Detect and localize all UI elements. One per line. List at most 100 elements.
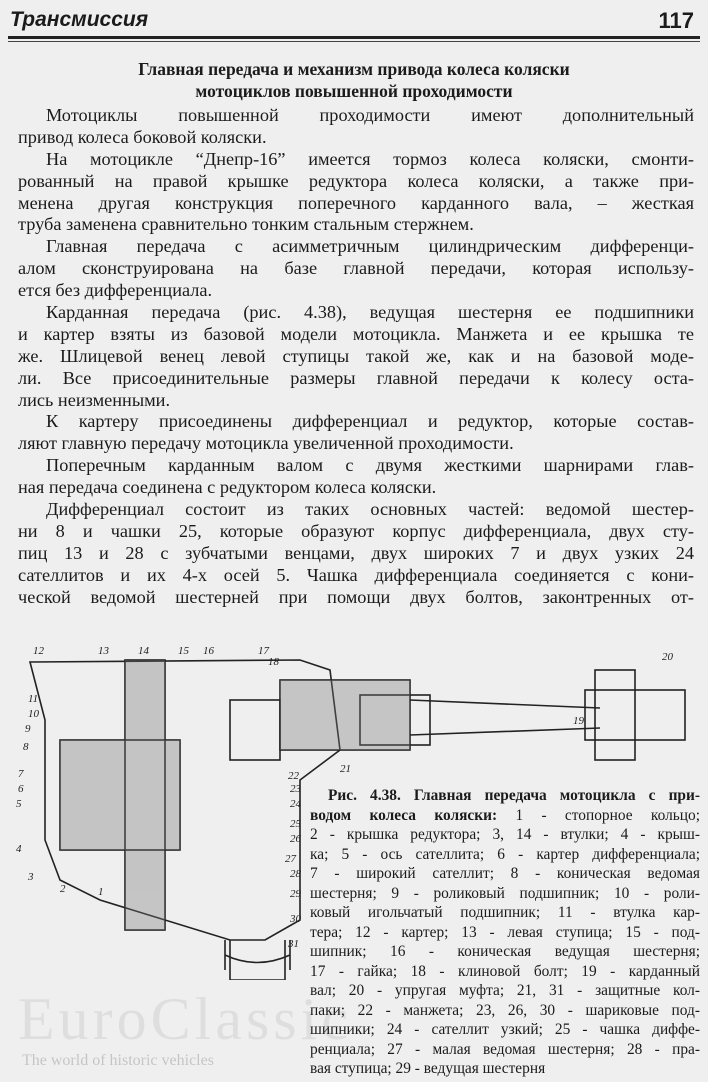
caption-text: вал; 20 - упругая муфта; 21, 31 - защитн… (310, 982, 700, 999)
figure-callout-label: 18 (268, 656, 280, 668)
figure-callout-label: 14 (138, 645, 150, 657)
figure-callout-label: 20 (662, 651, 674, 663)
body-text-line: На мотоцикле “Днепр-16” имеется тормоз к… (46, 148, 694, 169)
figure-callout-label: 16 (203, 645, 215, 657)
figure-callout-label: 25 (290, 818, 302, 830)
figure-callout-label: 13 (98, 645, 110, 657)
figure-callout-label: 28 (290, 868, 302, 880)
figure-callout-label: 3 (27, 871, 34, 883)
body-text-line: Карданная передача (рис. 4.38), ведущая … (46, 302, 694, 323)
caption-line: тера; 12 - картер; 13 - левая ступица; 1… (310, 923, 700, 943)
figure-callout-label: 7 (18, 768, 24, 780)
figure-callout-label: 8 (23, 741, 29, 753)
figure-callout-label: 27 (285, 853, 297, 865)
driven-shaft (124, 659, 166, 931)
header-rule-thin (8, 41, 700, 42)
caption-text: шипники; 24 - сателлит узкий; 25 - чашка… (310, 1021, 700, 1038)
body-text-line: ни 8 и чашки 25, которые образуют корпус… (18, 520, 694, 541)
caption-line: водом колеса коляски: 1 - стопорное коль… (310, 806, 700, 826)
figure-callout-label: 26 (290, 833, 302, 845)
header-rule (8, 36, 700, 39)
body-text-line: менена другая конструкция поперечного ка… (18, 192, 694, 213)
caption-text: 17 - гайка; 18 - клиновой болт; 19 - кар… (310, 962, 700, 980)
caption-line: 7 - широкий сателлит; 8 - коническая вед… (310, 864, 700, 884)
caption-line: 2 - крышка редуктора; 3, 14 - втулки; 4 … (310, 825, 700, 845)
caption-line: вал; 20 - упругая муфта; 21, 31 - защитн… (310, 981, 700, 1001)
figure-callout-label: 31 (287, 938, 299, 950)
flexible-coupling (594, 669, 636, 761)
figure-callout-label: 17 (258, 645, 270, 657)
figure-callout-label: 29 (290, 888, 302, 900)
body-text-line: привод колеса боковой коляски. (18, 126, 267, 147)
body-text-line: ляют главную передачу мотоцикла увеличен… (18, 433, 514, 454)
figure-callout-label: 24 (290, 798, 302, 810)
caption-title: водом колеса коляски: (310, 806, 498, 824)
body-text-line: труба заменена сравнительно тонким сталь… (18, 214, 474, 235)
caption-line: шестерня; 9 - роликовый подшипник; 10 - … (310, 884, 700, 904)
watermark-logo-text: EuroClassic (18, 986, 352, 1052)
caption-text: вая ступица; 29 - ведущая шестерня (310, 1060, 546, 1077)
page-number: 117 (658, 8, 695, 33)
caption-line: ка; 5 - ось сателлита; 6 - картер диффер… (310, 845, 700, 865)
figure-callout-label: 4 (16, 843, 22, 855)
body-text-line: рованный на правой крышке редуктора коле… (18, 170, 694, 191)
caption-line: ренциала; 27 - малая ведомая шестерня; 2… (310, 1040, 700, 1060)
body-text-line: Мотоциклы повышенной проходимости имеют … (46, 105, 694, 125)
figure-callout-label: 9 (25, 723, 31, 735)
figure-callout-label: 23 (290, 783, 302, 795)
watermark-tagline: The world of historic vehicles (22, 1052, 214, 1069)
caption-text: 7 - широкий сателлит; 8 - коническая вед… (310, 865, 700, 882)
heading-line: Главная передача и механизм привода коле… (138, 59, 570, 79)
caption-text: тера; 12 - картер; 13 - левая ступица; 1… (310, 923, 700, 941)
body-text-line: алом сконструирована на базе главной пер… (18, 258, 694, 279)
body-text-line: пиц 13 и 28 с зубчатыми венцами, двух ши… (18, 542, 694, 563)
bevel-gear-housing (279, 679, 411, 751)
figure-callout-label: 15 (178, 645, 190, 657)
body-text-line: ческой ведомой шестерней при помощи двух… (18, 586, 694, 607)
body-text-line: ется без дифференциала. (18, 280, 213, 301)
body-text-line: сателлитов и их 4-х осей 5. Чашка диффер… (18, 564, 694, 585)
watermark-logo: EuroClassic (18, 985, 352, 1054)
caption-line: вая ступица; 29 - ведущая шестерня (310, 1059, 700, 1079)
figure-callout-label: 30 (289, 913, 302, 925)
figure-callout-label: 6 (18, 783, 24, 795)
body-text-line: ли. Все присоединительные размеры главно… (18, 367, 694, 388)
body-text-line: Главная передача с асимметричным цилиндр… (46, 236, 694, 257)
caption-line: Рис. 4.38. Главная передача мотоцикла с … (310, 786, 700, 806)
hub (229, 940, 286, 980)
caption-line: 17 - гайка; 18 - клиновой болт; 19 - кар… (310, 962, 700, 982)
differential (59, 739, 181, 851)
caption-text: ковый игольчатый подшипник; 11 - втулка … (310, 904, 700, 921)
coupling-flange (584, 689, 686, 741)
figure-callout-label: 10 (28, 708, 40, 720)
figure-callout-label: 1 (98, 886, 104, 898)
body-text-line: и картер взяты из базовой модели мотоцик… (18, 323, 694, 344)
figure-caption: Рис. 4.38. Главная передача мотоцикла с … (310, 786, 700, 1079)
running-header-section: Трансмиссия (10, 8, 149, 31)
figure-callout-label: 21 (340, 763, 351, 775)
bearing-right (229, 699, 281, 761)
caption-text: шестерня; 9 - роликовый подшипник; 10 - … (310, 884, 700, 902)
figure-callout-label: 22 (288, 770, 300, 782)
figure-callout-label: 19 (573, 715, 585, 727)
gearbox-housing (28, 659, 341, 941)
figure-callout-label: 11 (28, 693, 38, 705)
cardan-yoke (359, 694, 431, 746)
heading-line: мотоциклов повышенной проходимости (195, 81, 513, 101)
figure-callout-label: 5 (16, 798, 22, 810)
caption-text: ренциала; 27 - малая ведомая шестерня; 2… (310, 1040, 700, 1058)
body-text-line: Дифференциал состоит из таких основных ч… (46, 499, 694, 520)
cardan-shaft (409, 699, 601, 736)
section-heading: Главная передача и механизм привода коле… (0, 58, 708, 102)
caption-title: Рис. 4.38. Главная передача мотоцикла с … (328, 787, 700, 804)
caption-line: паки; 22 - манжета; 23, 26, 30 - шариков… (310, 1001, 700, 1021)
body-text-line: К картеру присоединены дифференциал и ре… (46, 411, 694, 432)
caption-line: шипники; 24 - сателлит узкий; 25 - чашка… (310, 1020, 700, 1040)
body-text-line: же. Шлицевой венец левой ступицы такой ж… (18, 345, 694, 366)
body-text-line: лись неизменными. (18, 389, 171, 410)
body-text-line: Поперечным карданным валом с двумя жестк… (46, 455, 694, 476)
caption-line: шипник; 16 - коническая ведущая шестерня… (310, 942, 700, 962)
caption-text: паки; 22 - манжета; 23, 26, 30 - шариков… (310, 1001, 700, 1019)
caption-text: 2 - крышка редуктора; 3, 14 - втулки; 4 … (310, 826, 700, 843)
